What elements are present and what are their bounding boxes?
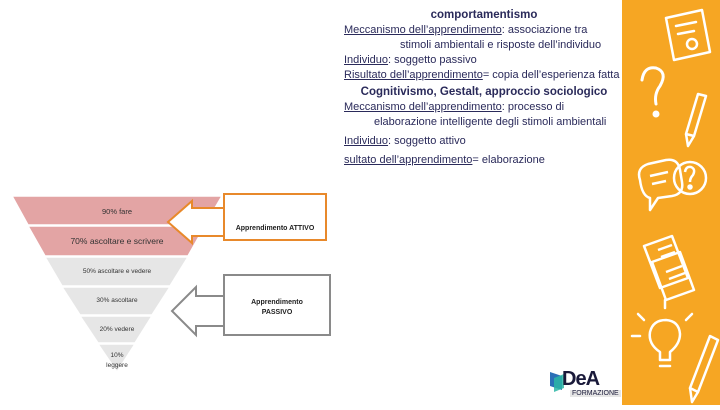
sidebar-illustrations [630,8,720,404]
pyramid-level-6 [96,343,137,374]
chat-question-icon [637,158,708,212]
pyramid-level-4 [60,286,172,316]
text-line: stimoli ambientali e risposte dell’indiv… [400,39,602,51]
passive-learning-label: Apprendimento [251,299,303,306]
text-line: elaborazione intelligente degli stimoli … [374,116,607,128]
text-line: sultato dell’apprendimento= elaborazione [344,154,545,166]
logo-mark-icon [550,372,564,392]
question-icon [640,66,665,118]
level-label: 90% fare [102,207,132,216]
heading-cognitivismo: Cognitivismo, Gestalt, approccio sociolo… [360,86,608,98]
passive-arrow [170,284,225,338]
level-label: 20% vedere [100,326,135,333]
active-learning-box [223,193,327,241]
text-line: Individuo: soggetto attivo [344,135,466,147]
text-line: Meccanismo dell’apprendimento: associazi… [344,24,588,36]
level-label: 30% ascoltare [96,297,138,304]
pyramid-level-2 [26,225,207,257]
decorative-sidebar [622,0,720,405]
heading-comportamentismo: comportamentismo [430,9,538,21]
certificate-icon [664,8,712,62]
dea-formazione-logo: DeA FORMAZIONE [548,368,621,400]
pencil-icon [688,334,720,404]
pencil-icon [684,92,708,148]
pyramid-level-5 [78,315,154,344]
active-learning-label: Apprendimento ATTIVO [236,225,315,232]
documents-icon [642,234,696,302]
level-label: 50% ascoltare e vedere [83,268,152,275]
theory-text-block: comportamentismo Meccanismo dell’apprend… [344,8,624,168]
pyramid-level-3 [43,256,190,287]
logo-text: DeA [562,368,600,390]
level-label: 10% [110,352,123,359]
text-line: Risultato dell’apprendimento= copia dell… [344,69,620,81]
passive-learning-label: PASSIVO [262,309,293,316]
level-label: 70% ascoltare e scrivere [70,236,163,246]
level-label: leggere [106,362,128,369]
lightbulb-icon [630,298,694,368]
active-arrow [166,198,225,246]
text-line: Individuo: soggetto passivo [344,54,477,66]
text-line: Meccanismo dell’apprendimento: processo … [344,101,565,113]
passive-learning-box [223,274,331,336]
logo-subtext: FORMAZIONE [570,390,621,397]
